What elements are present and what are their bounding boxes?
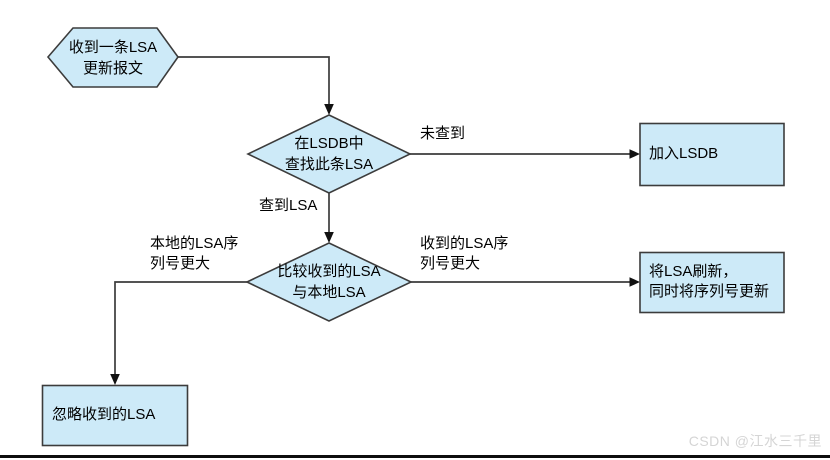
decision-lookup-shape (246, 114, 412, 194)
arrowhead-into-compare (324, 232, 334, 243)
decision-compare-shape (245, 242, 413, 322)
start-node-shape (46, 27, 179, 88)
csdn-watermark: CSDN @江水三千里 (688, 433, 822, 449)
arrowhead-into-lookup (324, 104, 334, 115)
decision-compare-label: 比较收到的LSA 与本地LSA (277, 263, 381, 301)
arrowhead-into-addlsdb (629, 149, 640, 159)
edge-compare-to-ignore (114, 281, 247, 379)
edge-start-to-lookup (178, 56, 330, 110)
edge-label-received-seq-larger: 收到的LSA序 列号更大 (420, 235, 509, 272)
refresh-lsa-label: 将LSA刷新， 同时将序列号更新 (649, 263, 770, 300)
edge-label-not-found: 未查到 (420, 125, 466, 142)
arrowhead-into-refresh (629, 277, 640, 287)
edge-label-local-seq-larger: 本地的LSA序 列号更大 (150, 235, 239, 272)
start-node-label: 收到一条LSA 更新报文 (68, 39, 158, 77)
edge-label-found: 查到LSA (259, 197, 318, 214)
bottom-divider-line (0, 455, 830, 458)
decision-lookup-label: 在LSDB中 查找此条LSA (284, 135, 374, 173)
ignore-lsa-label: 忽略收到的LSA (52, 406, 156, 423)
refresh-lsa-shape (639, 251, 785, 314)
add-lsdb-label: 加入LSDB (649, 145, 719, 162)
add-lsdb-shape (639, 122, 785, 187)
arrowhead-into-ignore (110, 374, 120, 385)
ignore-lsa-shape (41, 384, 189, 447)
